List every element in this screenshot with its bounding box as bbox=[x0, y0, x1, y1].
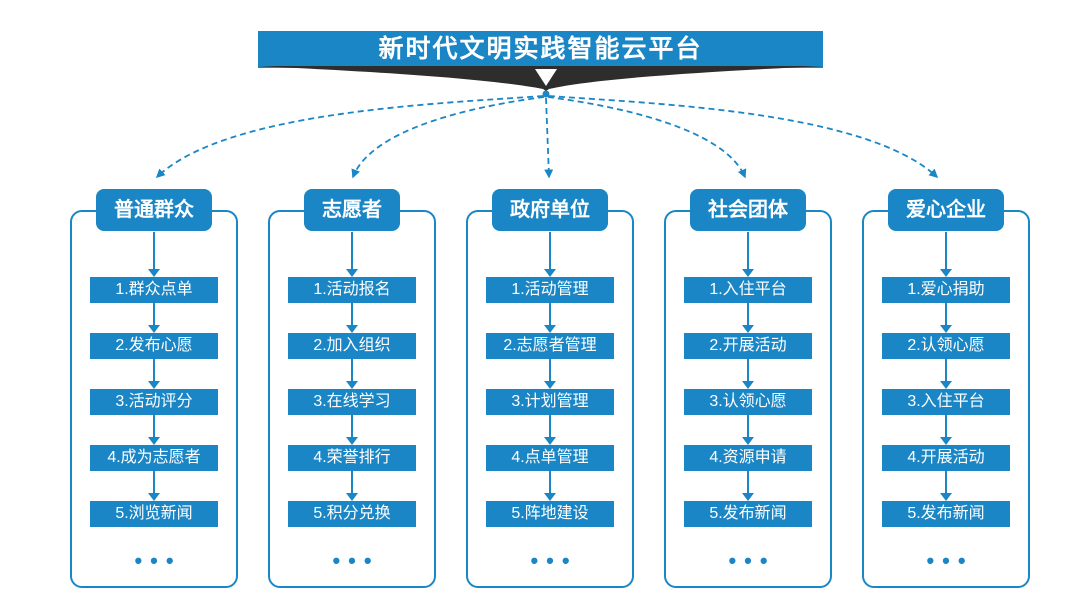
column-general-public: 普通群众 1.群众点单 2.发布心愿 3.活动评分 4.成为志愿者 5.浏览新闻 ••• bbox=[70, 189, 238, 588]
step-box: 3.认领心愿 bbox=[684, 389, 812, 415]
arrow-down-icon bbox=[938, 359, 954, 389]
column-volunteer: 志愿者 1.活动报名 2.加入组织 3.在线学习 4.荣誉排行 5.积分兑换 ••• bbox=[268, 189, 436, 588]
column-body: 1.爱心捐助 2.认领心愿 3.入住平台 4.开展活动 5.发布新闻 ••• bbox=[864, 232, 1028, 573]
arrow-down-icon bbox=[740, 471, 756, 501]
step-box: 5.浏览新闻 bbox=[90, 501, 218, 527]
arrow-down-icon bbox=[146, 359, 162, 389]
platform-title: 新时代文明实践智能云平台 bbox=[378, 35, 703, 63]
column-header: 政府单位 bbox=[492, 189, 608, 231]
arrow-down-icon bbox=[344, 471, 360, 501]
step-box: 3.入住平台 bbox=[882, 389, 1010, 415]
column-header: 社会团体 bbox=[690, 189, 806, 231]
dashed-connector-icon bbox=[548, 95, 939, 179]
dashed-connector-icon bbox=[547, 96, 747, 179]
arrow-down-icon bbox=[344, 232, 360, 277]
column-header: 普通群众 bbox=[96, 189, 212, 231]
step-box: 1.活动管理 bbox=[486, 277, 614, 303]
dashed-connector-icon bbox=[351, 96, 545, 179]
arrow-down-icon bbox=[740, 232, 756, 277]
arrow-down-icon bbox=[740, 415, 756, 445]
step-box: 5.积分兑换 bbox=[288, 501, 416, 527]
arrow-down-icon bbox=[740, 359, 756, 389]
step-box: 4.成为志愿者 bbox=[90, 445, 218, 471]
arrow-down-icon bbox=[938, 303, 954, 333]
dashed-connector-icon bbox=[544, 97, 554, 179]
column-header: 爱心企业 bbox=[888, 189, 1004, 231]
arrow-down-icon bbox=[542, 232, 558, 277]
dashed-connector-icon bbox=[155, 95, 544, 179]
platform-title-banner: 新时代文明实践智能云平台 bbox=[258, 31, 823, 68]
step-box: 2.加入组织 bbox=[288, 333, 416, 359]
arrow-down-icon bbox=[938, 471, 954, 501]
step-box: 4.开展活动 bbox=[882, 445, 1010, 471]
column-header: 志愿者 bbox=[304, 189, 400, 231]
ellipsis-dots: ••• bbox=[530, 548, 578, 573]
ellipsis-dots: ••• bbox=[332, 548, 380, 573]
arrow-down-icon bbox=[344, 415, 360, 445]
step-box: 5.发布新闻 bbox=[684, 501, 812, 527]
step-box: 2.发布心愿 bbox=[90, 333, 218, 359]
step-box: 4.荣誉排行 bbox=[288, 445, 416, 471]
arrow-down-icon bbox=[146, 232, 162, 277]
step-box: 2.志愿者管理 bbox=[486, 333, 614, 359]
step-box: 3.活动评分 bbox=[90, 389, 218, 415]
arrow-down-icon bbox=[146, 415, 162, 445]
arrow-down-icon bbox=[542, 359, 558, 389]
column-body: 1.入住平台 2.开展活动 3.认领心愿 4.资源申请 5.发布新闻 ••• bbox=[666, 232, 830, 573]
column-body: 1.活动报名 2.加入组织 3.在线学习 4.荣誉排行 5.积分兑换 ••• bbox=[270, 232, 434, 573]
column-government: 政府单位 1.活动管理 2.志愿者管理 3.计划管理 4.点单管理 5.阵地建设 ••• bbox=[466, 189, 634, 588]
step-box: 4.点单管理 bbox=[486, 445, 614, 471]
ellipsis-dots: ••• bbox=[134, 548, 182, 573]
step-box: 2.开展活动 bbox=[684, 333, 812, 359]
banner-down-arrow-icon bbox=[535, 69, 557, 86]
step-box: 1.活动报名 bbox=[288, 277, 416, 303]
ellipsis-dots: ••• bbox=[926, 548, 974, 573]
arrow-down-icon bbox=[146, 471, 162, 501]
arrow-down-icon bbox=[344, 359, 360, 389]
banner-wedge bbox=[258, 66, 823, 91]
arrow-down-icon bbox=[740, 303, 756, 333]
step-box: 1.爱心捐助 bbox=[882, 277, 1010, 303]
step-box: 5.发布新闻 bbox=[882, 501, 1010, 527]
arrow-down-icon bbox=[146, 303, 162, 333]
column-body: 1.活动管理 2.志愿者管理 3.计划管理 4.点单管理 5.阵地建设 ••• bbox=[468, 232, 632, 573]
column-social-group: 社会团体 1.入住平台 2.开展活动 3.认领心愿 4.资源申请 5.发布新闻 ••• bbox=[664, 189, 832, 588]
step-box: 1.群众点单 bbox=[90, 277, 218, 303]
step-box: 3.计划管理 bbox=[486, 389, 614, 415]
arrow-down-icon bbox=[344, 303, 360, 333]
hub-dot bbox=[542, 90, 550, 98]
step-box: 2.认领心愿 bbox=[882, 333, 1010, 359]
step-box: 1.入住平台 bbox=[684, 277, 812, 303]
arrow-down-icon bbox=[542, 303, 558, 333]
ellipsis-dots: ••• bbox=[728, 548, 776, 573]
arrow-down-icon bbox=[938, 232, 954, 277]
arrow-down-icon bbox=[542, 471, 558, 501]
column-enterprise: 爱心企业 1.爱心捐助 2.认领心愿 3.入住平台 4.开展活动 5.发布新闻 ••• bbox=[862, 189, 1030, 588]
column-body: 1.群众点单 2.发布心愿 3.活动评分 4.成为志愿者 5.浏览新闻 ••• bbox=[72, 232, 236, 573]
arrow-down-icon bbox=[938, 415, 954, 445]
step-box: 4.资源申请 bbox=[684, 445, 812, 471]
step-box: 3.在线学习 bbox=[288, 389, 416, 415]
step-box: 5.阵地建设 bbox=[486, 501, 614, 527]
arrow-down-icon bbox=[542, 415, 558, 445]
